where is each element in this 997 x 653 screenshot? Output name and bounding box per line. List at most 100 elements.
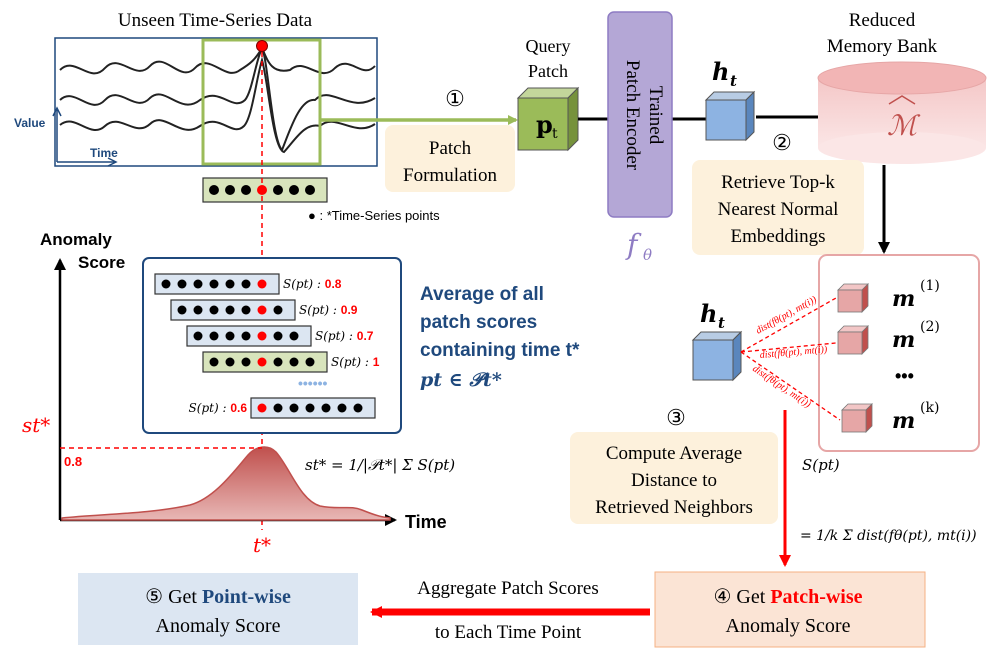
patch-point-anomaly [257,305,267,315]
step5-box [78,573,358,645]
step2-number: ② [772,130,792,155]
points-legend: ● : *Time-Series points [308,208,440,223]
dist-label-3: dist(fθ(pt), mt(i)) [750,363,813,410]
patch-score-label: S(pt) : 0.6 [189,401,248,415]
patch-point [353,403,363,413]
point-score-formula: st* = 1/|𝒫t*| Σ S(pt) [305,456,455,474]
patch-point [273,305,283,315]
value-axis-label: Value [14,116,46,130]
distance-lines [740,297,841,421]
encoder-label-2: Patch Encoder [622,60,643,171]
dist-label-1: dist(fθ(pt), mt(i)) [754,294,819,337]
average-line4: pt ∈ 𝒫t* [420,369,502,391]
patch-point [225,279,235,289]
patch-point [289,403,299,413]
patch-point [209,357,219,367]
query-symbol-sub: t [552,126,558,142]
memory-bank-cylinder [817,61,987,164]
chart-ylabel-1: Anomaly [40,230,112,249]
neighbor-cube-k [841,403,873,433]
mk-sup: (k) [920,400,939,416]
patch-point [273,403,283,413]
bank-label-2: Memory Bank [827,36,938,57]
patch-point-anomaly [257,357,267,367]
patch-point [305,357,315,367]
embedding-symbol: h [712,57,729,86]
encoder-symbol-sub: θ [643,246,652,264]
score-level-value: 0.8 [64,454,82,469]
bank-symbol: ℳ [887,109,921,142]
overlapping-patches: S(pt) : 0.8S(pt) : 0.9S(pt) : 0.7S(pt) :… [154,273,380,419]
query-embedding-symbol: h [700,299,717,328]
patch-points [209,185,315,195]
patch-point [193,305,203,315]
average-line1: Average of all [420,284,544,305]
query-label-2: Patch [528,61,568,81]
patch-point [321,403,331,413]
aggregate-line2: to Each Time Point [435,622,582,643]
patch-point [225,357,235,367]
patches-ellipsis: •••••• [298,375,328,391]
m1-sup: (1) [920,278,940,294]
patch-row: S(pt) : 0.8 [154,273,342,295]
step1-number: ① [445,86,465,111]
step3-line1: Compute Average [606,443,742,464]
step1-label-box [385,125,515,192]
step2-line1: Retrieve Top-k [721,172,835,193]
step3-line3: Retrieved Neighbors [595,497,753,518]
patch-score-label: S(pt) : 1 [331,355,380,369]
patch-point [225,331,235,341]
embedding-cube [704,90,756,142]
step4-line2: Anomaly Score [726,615,851,637]
query-embedding-cube [691,330,743,382]
input-title: Unseen Time-Series Data [118,10,313,31]
patch-point [193,331,203,341]
average-line3: containing time t* [420,340,580,361]
step2-line2: Nearest Normal [718,199,839,220]
patch-point [193,279,203,289]
step1-line2: Formulation [403,165,497,186]
step4-box [654,571,926,648]
patch-point [209,279,219,289]
m2-symbol: m [892,327,915,353]
patch-point [241,279,251,289]
patch-point [225,305,235,315]
patch-point [209,331,219,341]
step2-line3: Embeddings [731,226,826,247]
patch-point [305,403,315,413]
input-panel-frame [54,37,378,167]
anomaly-score-curve [61,446,391,521]
mk-symbol: m [892,408,915,434]
neighbor-cube-1 [837,283,869,313]
step3-label-box [570,432,778,524]
step2-label-box [692,160,864,255]
patch-point [289,331,299,341]
patch-score-label: S(pt) [802,456,840,474]
panel-axes [52,106,118,167]
s-t-star-label: st* [22,413,50,437]
anomaly-point-marker [256,40,268,52]
m2-sup: (2) [920,319,940,335]
patch-point [161,279,171,289]
patch-score-formula: = 1/k Σ dist(fθ(pt), mt(i)) [800,528,977,544]
chart-xlabel: Time [405,512,447,532]
step4-line1: ④ Get Patch-wise [713,586,862,608]
query-patch-cube [516,86,580,152]
time-series-waves [59,45,376,154]
dist-label-2: dist(fθ(pt), mt(i)) [759,344,828,361]
t-star-label: t* [253,533,271,557]
patch-row: S(pt) : 0.7 [186,325,374,347]
neighbor-cube-2 [837,325,869,355]
bank-symbol-hat [888,95,916,105]
patch-point [241,305,251,315]
query-symbol: p [536,110,553,139]
patch-point [273,357,283,367]
patch-point [289,357,299,367]
encoder-symbol: f [625,228,642,261]
neighbors-ellipsis: ••• [895,366,914,386]
patch-score-label: S(pt) : 0.9 [299,303,358,317]
step1-line1: Patch [429,138,472,159]
embedding-symbol-sub: t [730,72,737,90]
patch-point [209,305,219,315]
